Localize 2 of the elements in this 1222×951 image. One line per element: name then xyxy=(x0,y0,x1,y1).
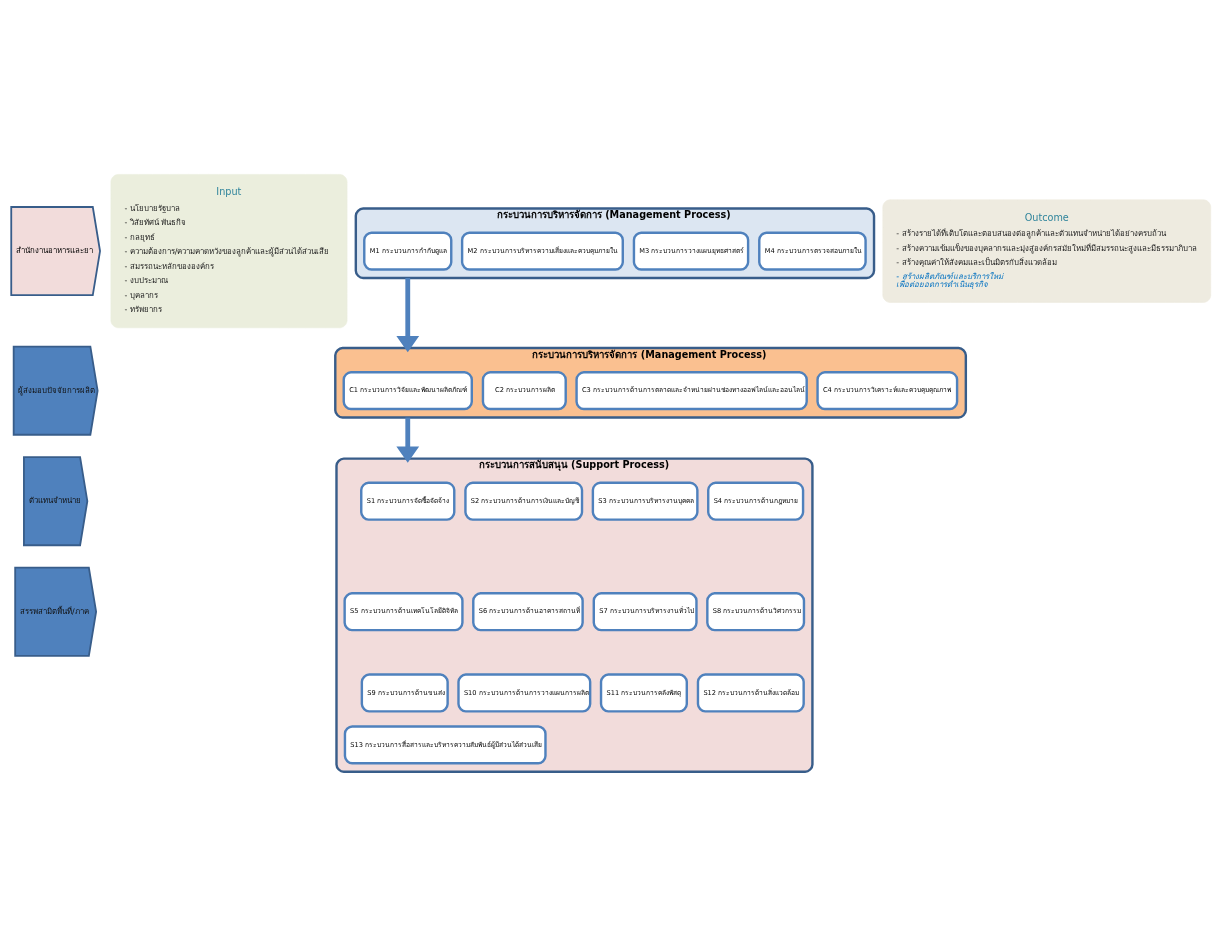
arrow xyxy=(396,278,420,353)
arrow xyxy=(396,417,420,463)
